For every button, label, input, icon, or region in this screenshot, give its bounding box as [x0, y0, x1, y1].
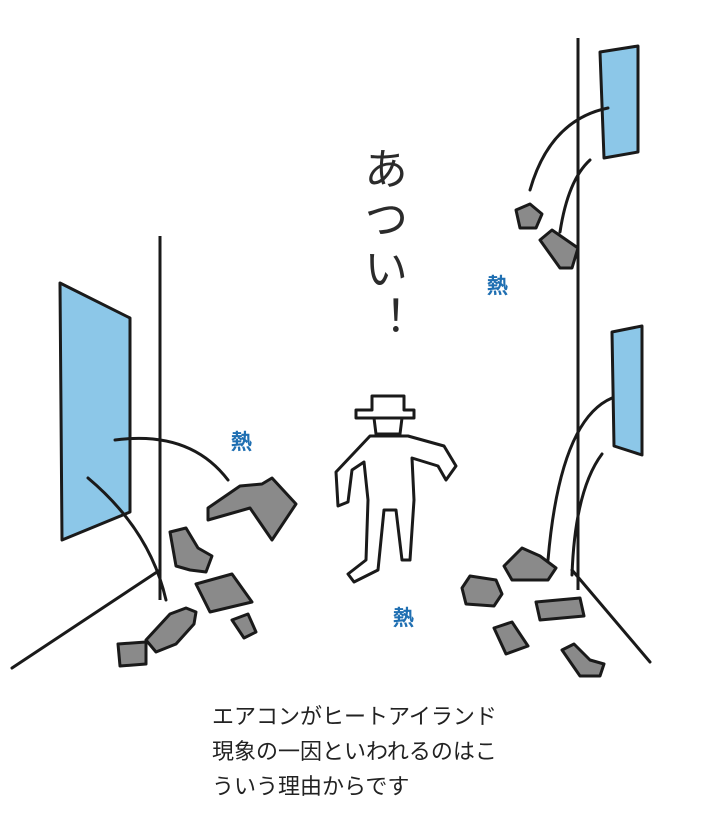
falling-box: [514, 202, 544, 230]
caption-line-2: 現象の一因といわれるのはこ: [212, 740, 497, 765]
person-figure: [334, 394, 458, 584]
trash-bag-left: [168, 526, 214, 574]
can-left: [116, 640, 148, 668]
left-ac-unit: [58, 281, 132, 542]
right-lower-ac-unit: [610, 324, 644, 457]
heat-label: 熱: [487, 274, 508, 298]
broken-bottle: [560, 642, 606, 678]
body: [334, 434, 458, 584]
heat-label: 熱: [393, 606, 414, 630]
exhaust-lines: [86, 106, 614, 602]
trash-box-left: [194, 572, 254, 614]
trash-bag-right: [502, 546, 558, 582]
can-right-ground: [460, 574, 504, 608]
bottle-left: [144, 606, 198, 654]
heat-label: 熱: [231, 430, 252, 454]
trash-box-right: [492, 620, 530, 656]
caption: エアコンがヒートアイランド 現象の一因といわれるのはこ ういう理由からです: [212, 700, 592, 805]
exclamation-text: あつい！: [356, 146, 407, 346]
caption-line-3: ういう理由からです: [212, 775, 410, 800]
caption-line-1: エアコンがヒートアイランド: [212, 705, 497, 730]
hat: [354, 394, 416, 420]
right-upper-ac-unit: [598, 44, 640, 160]
trash-small-left: [230, 612, 258, 640]
crumpled-paper: [206, 476, 298, 542]
head: [372, 416, 404, 436]
can-lying-right: [534, 596, 586, 622]
alley-ground: [10, 568, 652, 670]
trash-pile: [116, 202, 606, 678]
falling-can: [538, 228, 580, 270]
